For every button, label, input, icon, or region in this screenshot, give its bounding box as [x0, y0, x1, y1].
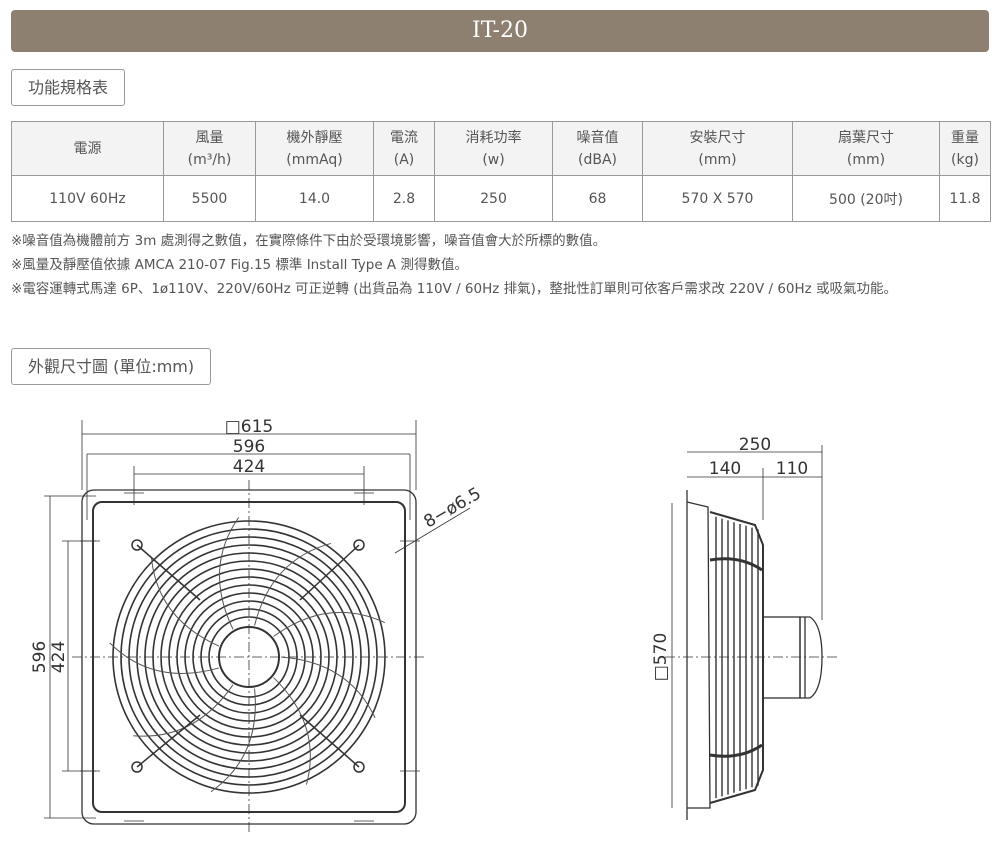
column-header: 重量 (kg) [939, 121, 991, 176]
note: ※電容運轉式馬達 6P、1ø110V、220V/60Hz 可正逆轉 (出貨品為 … [11, 281, 898, 297]
header-unit: (A) [393, 151, 415, 168]
header-label: 安裝尺寸 [689, 129, 746, 146]
header-label: 電源 [73, 140, 102, 157]
header-label: 風量 [195, 129, 224, 146]
header-label: 扇葉尺寸 [838, 129, 894, 146]
header-unit: (mmAq) [286, 151, 343, 168]
column-header: 消耗功率 (w) [434, 121, 553, 176]
dim-140: 140 [709, 459, 741, 479]
fan-blade [133, 684, 234, 737]
drawing-section-heading: 外觀尺寸圖 (單位:mm) [11, 348, 212, 385]
column-header: 噪音值 (dBA) [552, 121, 643, 176]
fan-blade [210, 688, 256, 793]
header-label: 重量 [951, 129, 979, 146]
table-cell: 14.0 [255, 175, 374, 222]
dim-110: 110 [776, 459, 808, 479]
dim-596-vertical: 596 [30, 641, 50, 673]
dim-615: □615 [225, 417, 274, 437]
fan-blade [273, 677, 311, 785]
header-unit: (dBA) [578, 151, 617, 168]
table-cell: 11.8 [939, 175, 991, 222]
table-cell: 500 (20吋) [792, 175, 940, 222]
table-cell: 5500 [163, 175, 256, 222]
column-header: 風量 (m³/h) [163, 121, 256, 176]
dim-424: 424 [233, 457, 265, 477]
header-unit: (mm) [698, 151, 737, 168]
dim-570: □570 [651, 633, 671, 682]
table-cell: 570 X 570 [642, 175, 793, 222]
fan-blade [280, 656, 376, 719]
table-cell: 2.8 [373, 175, 435, 222]
dim-250: 250 [739, 435, 771, 455]
spec-table: 電源 風量 (m³/h) 機外靜壓 (mmAq) 電流 (A) 消耗功率 (w) 噪音值 (dBA)… [11, 121, 991, 222]
dim-424-vertical: 424 [49, 641, 69, 673]
header-label: 噪音值 [576, 129, 619, 146]
header-unit: (m³/h) [187, 151, 232, 168]
header-unit: (mm) [846, 151, 886, 168]
header-label: 消耗功率 [465, 129, 522, 146]
fan-blade [109, 642, 220, 674]
fan-blade [219, 517, 240, 630]
column-header: 扇葉尺寸 (mm) [792, 121, 940, 176]
notes: ※噪音值為機體前方 3m 處測得之數值，在實際條件下由於受環境影響，噪音值會大於… [11, 229, 991, 301]
table-cell: 68 [552, 175, 643, 222]
hole-spec: 8−ø6.5 [421, 484, 485, 533]
table-cell: 110V 60Hz [11, 175, 164, 222]
fan-blade [254, 542, 331, 626]
fan-blade [150, 556, 220, 647]
note: ※噪音值為機體前方 3m 處測得之數值，在實際條件下由於受環境影響，噪音值會大於… [11, 233, 607, 249]
spec-section-heading: 功能規格表 [11, 69, 126, 106]
dim-596: 596 [233, 437, 265, 457]
table-cell: 250 [434, 175, 553, 222]
product-title-bar: IT-20 [11, 10, 989, 52]
column-header: 電源 [11, 121, 164, 176]
header-unit: (w) [482, 151, 505, 168]
header-unit: (kg) [951, 151, 979, 168]
header-label: 機外靜壓 [286, 129, 343, 146]
fan-blade [273, 611, 385, 637]
header-label: 電流 [390, 129, 418, 146]
column-header: 安裝尺寸 (mm) [642, 121, 793, 176]
dimension-drawing: □615 596 424 596 424 8−ø6.5 250 140 110 … [30, 417, 840, 832]
front-view: □615 596 424 596 424 8−ø6.5 [30, 417, 485, 832]
note: ※風量及靜壓值依據 AMCA 210-07 Fig.15 標準 Install … [11, 257, 468, 273]
column-header: 機外靜壓 (mmAq) [255, 121, 374, 176]
side-view: 250 140 110 □570 [651, 435, 840, 820]
column-header: 電流 (A) [373, 121, 435, 176]
